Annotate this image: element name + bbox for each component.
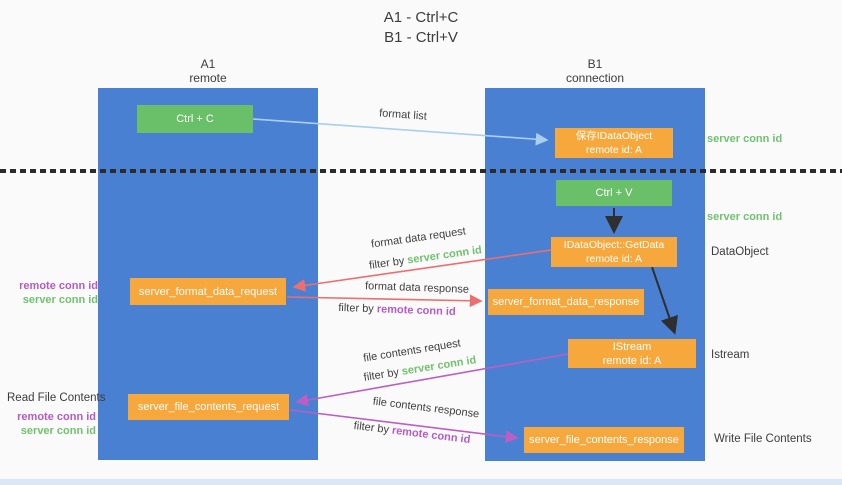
- node-ctrl-c-label: Ctrl + C: [176, 113, 214, 125]
- node-file-response-label: server_file_contents_response: [529, 434, 679, 446]
- column-header-b1: B1 connection: [485, 57, 705, 85]
- column-b1-id: B1: [587, 57, 603, 71]
- node-save-idataobject: 保存IDataObject remote id: A: [555, 128, 673, 158]
- node-getdata-line2: remote id: A: [585, 253, 643, 265]
- node-server-file-contents-response: server_file_contents_response: [524, 427, 684, 453]
- server-conn-id-text: server conn id: [406, 244, 483, 267]
- node-ctrl-v: Ctrl + V: [556, 180, 672, 206]
- node-idataobject-getdata: IDataObject::GetData remote id: A: [551, 237, 677, 267]
- remote-conn-id-text: remote conn id: [376, 303, 456, 319]
- label-read-file-contents: Read File Contents: [7, 392, 106, 404]
- filter-by-text: filter by: [362, 365, 403, 384]
- node-file-request-label: server_file_contents_request: [137, 401, 280, 413]
- filter-by-text: filter by: [368, 254, 409, 272]
- node-istream-line2: remote id: A: [602, 354, 662, 367]
- label-server-conn-id-right-mid: server conn id: [707, 211, 783, 223]
- column-b1-role: connection: [565, 71, 625, 85]
- node-istream-line1: IStream: [612, 340, 652, 353]
- node-save-idataobject-line2: remote id: A: [585, 144, 643, 156]
- filter-by-text: filter by: [338, 301, 378, 316]
- bottom-edge-strip: [0, 479, 842, 485]
- label-format-list: format list: [378, 107, 428, 123]
- label-dataobject: DataObject: [711, 246, 769, 258]
- label-remote-conn-id-left-1: remote conn id: [19, 280, 98, 292]
- node-server-format-data-request: server_format_data_request: [130, 278, 286, 305]
- label-istream: Istream: [711, 349, 750, 361]
- label-group-conn-ids-bottom: remote conn id server conn id: [8, 410, 96, 438]
- column-a1-id: A1: [200, 57, 216, 71]
- node-server-file-contents-request: server_file_contents_request: [128, 394, 289, 420]
- title-line-1: A1 - Ctrl+C: [383, 9, 459, 26]
- node-save-idataobject-line1: 保存IDataObject: [575, 130, 653, 142]
- column-a1-role: remote: [189, 71, 227, 85]
- label-remote-conn-id-left-2: remote conn id: [17, 411, 96, 423]
- node-ctrl-c: Ctrl + C: [137, 105, 253, 133]
- label-write-file-contents: Write File Contents: [714, 433, 812, 445]
- label-format-data-response: format data response: [364, 280, 470, 296]
- label-group-conn-ids-top: remote conn id server conn id: [10, 279, 98, 307]
- node-format-response-label: server_format_data_response: [492, 296, 640, 308]
- label-server-conn-id-left-1: server conn id: [22, 294, 98, 306]
- column-header-a1: A1 remote: [98, 57, 318, 85]
- filter-by-text: filter by: [353, 419, 393, 437]
- node-format-request-label: server_format_data_request: [138, 285, 278, 298]
- label-file-contents-response: file contents response: [372, 395, 480, 421]
- diagram-title: A1 - Ctrl+C B1 - Ctrl+V: [0, 8, 842, 48]
- label-filter-by-remote-conn-id-2: filter by remote conn id: [352, 420, 473, 447]
- node-istream: IStream remote id: A: [568, 339, 696, 368]
- label-server-conn-id-left-2: server conn id: [20, 425, 96, 437]
- label-filter-by-remote-conn-id-1: filter by remote conn id: [333, 302, 461, 318]
- title-line-2: B1 - Ctrl+V: [384, 29, 458, 46]
- server-conn-id-text: server conn id: [400, 354, 478, 378]
- label-server-conn-id-right-top: server conn id: [707, 133, 783, 145]
- remote-conn-id-text: remote conn id: [391, 424, 471, 447]
- node-getdata-line1: IDataObject::GetData: [563, 239, 665, 251]
- node-ctrl-v-label: Ctrl + V: [595, 187, 633, 199]
- node-server-format-data-response: server_format_data_response: [488, 289, 644, 315]
